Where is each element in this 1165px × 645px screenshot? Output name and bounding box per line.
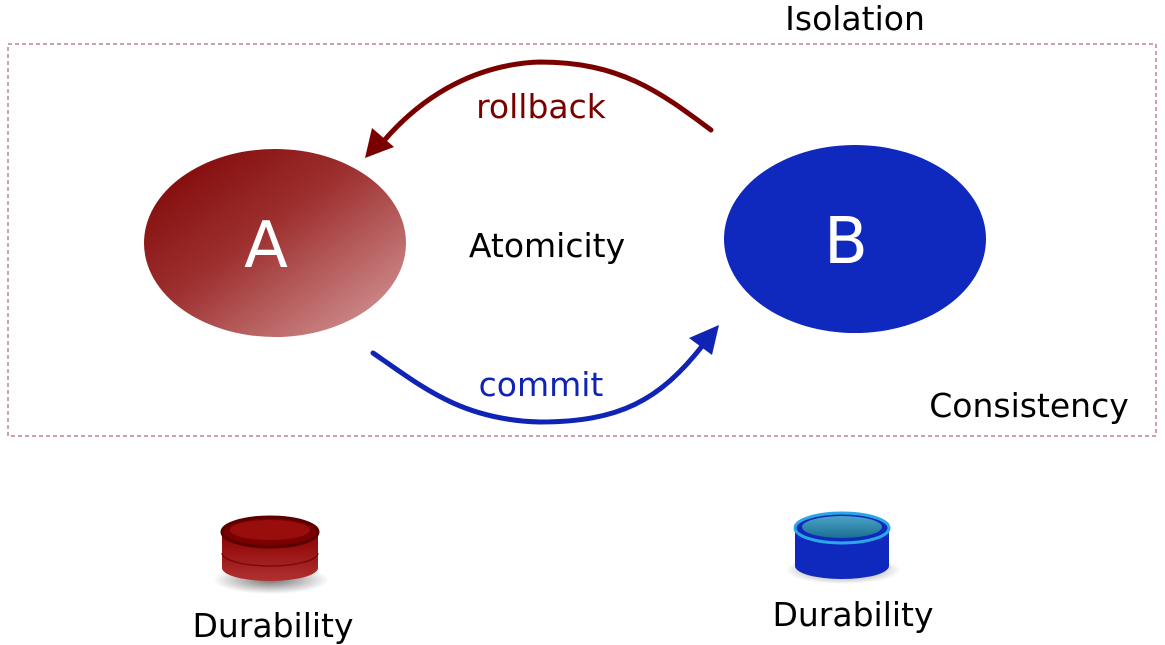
commit-label: commit [479, 365, 604, 404]
state-b: B [724, 145, 986, 333]
atomicity-label: Atomicity [469, 226, 625, 265]
state-a-label: A [244, 209, 288, 283]
commit-arrow [370, 325, 719, 425]
state-a-ellipse [144, 149, 406, 337]
commit-arrow-line [370, 342, 706, 425]
consistency-label: Consistency [929, 386, 1129, 425]
rollback-arrow [365, 59, 714, 158]
state-b-ellipse [724, 145, 986, 333]
rollback-arrowhead-icon [365, 128, 394, 158]
durability-store-a [213, 515, 329, 594]
rollback-arrow-line [379, 59, 714, 146]
rollback-label: rollback [476, 87, 607, 126]
durability-b-label: Durability [772, 595, 933, 634]
durability-a-label: Durability [192, 606, 353, 645]
state-a: A [144, 149, 406, 337]
durability-store-b [785, 511, 901, 584]
database-cylinder-icon [220, 515, 320, 581]
database-cylinder-icon [793, 511, 891, 579]
isolation-boundary [7, 43, 1157, 437]
state-b-label: B [824, 205, 868, 279]
commit-arrowhead-icon [689, 325, 719, 355]
isolation-label: Isolation [785, 0, 925, 38]
